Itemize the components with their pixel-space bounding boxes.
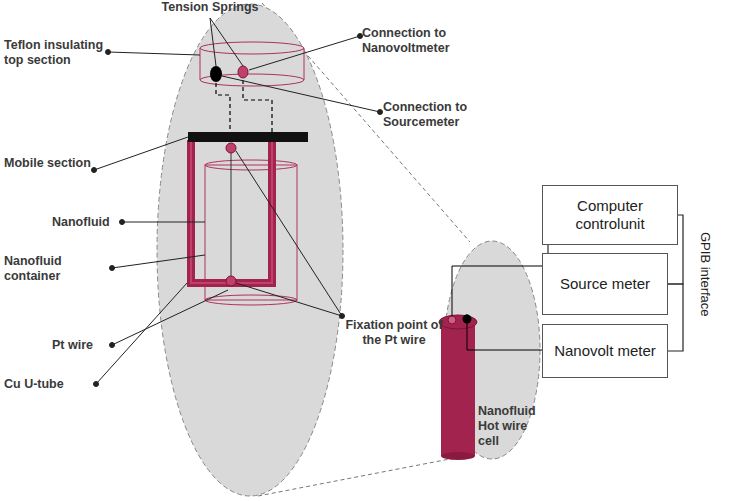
- instrument-box: Nanovolt meter: [542, 324, 668, 378]
- cu-u-tube: [191, 140, 272, 283]
- unused: [471, 318, 542, 350]
- hot-wire-cell: [439, 315, 477, 461]
- tension-spring: [210, 66, 222, 82]
- bus-label: GPIB interface: [698, 232, 713, 317]
- fixation-point: [226, 276, 236, 286]
- part-label: Nanofluid container: [4, 254, 110, 284]
- spring-wire: [216, 76, 230, 136]
- part-label: Cu U-tube: [4, 377, 94, 392]
- part-label: Connection to Sourcemeter: [383, 100, 501, 130]
- part-label: Connection to Nanovoltmeter: [362, 26, 492, 56]
- nanovolt-wire: [467, 314, 542, 350]
- part-label: Pt wire: [52, 338, 110, 353]
- part-label: Nanofluid Hot wire cell: [478, 404, 538, 449]
- part-label: Mobile section: [4, 156, 92, 171]
- part-label: Fixation point of the Pt wire: [344, 318, 444, 348]
- part-label: Teflon insulating top section: [4, 38, 106, 68]
- fixation-point: [226, 143, 236, 153]
- gpib-bus: [668, 284, 683, 351]
- box-text: Source meter: [560, 275, 650, 293]
- zoom-ellipse: [157, 4, 343, 496]
- box-text: Nanovolt meter: [554, 342, 656, 360]
- box-text: Computer controlunit: [543, 197, 677, 233]
- part-label: Nanofluid: [52, 215, 120, 230]
- instrument-box: Computer controlunit: [542, 185, 678, 245]
- spring-wire: [243, 73, 272, 136]
- instrument-box: Source meter: [542, 253, 668, 315]
- sourcemeter-wire: [452, 266, 542, 316]
- pt-wire: [231, 148, 232, 280]
- tension-spring: [238, 66, 248, 78]
- mobile-section: [188, 132, 308, 142]
- cu-u-tube-highlight: [191, 140, 272, 283]
- leader-lines: [92, 18, 383, 387]
- part-label: Tension Springs: [150, 0, 270, 15]
